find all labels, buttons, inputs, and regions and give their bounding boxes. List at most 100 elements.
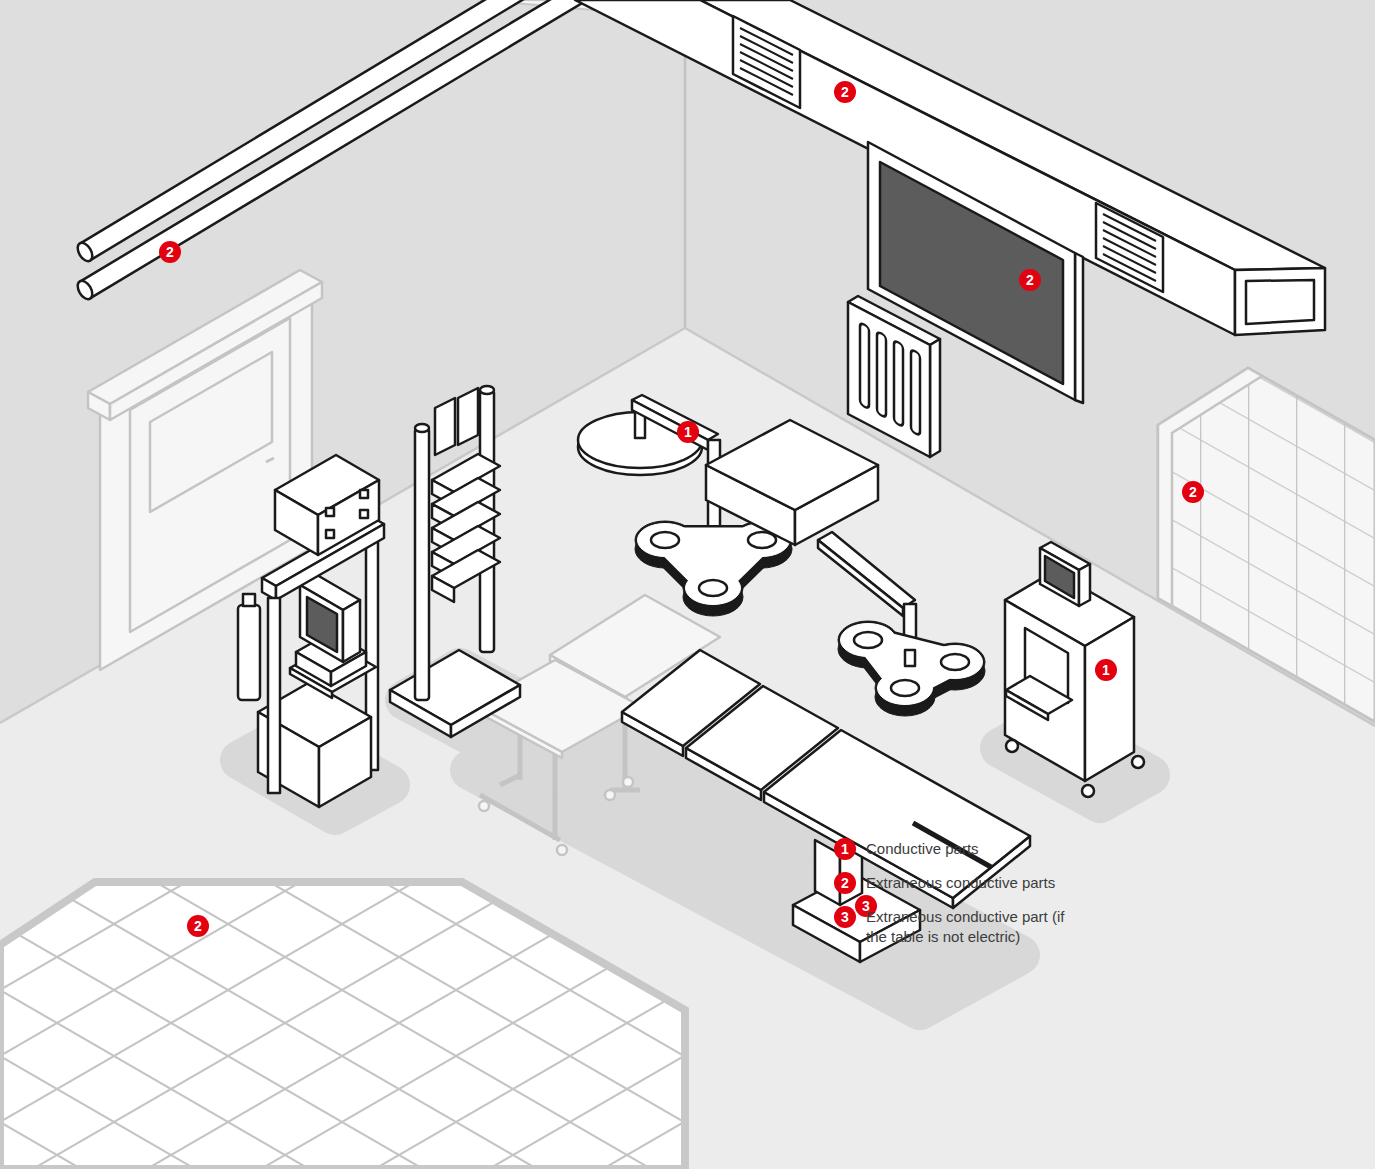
ceiling-lamp-mount-part bbox=[632, 400, 708, 450]
anesthesia-machine-part bbox=[262, 578, 276, 600]
radiator-part bbox=[930, 339, 940, 457]
instrument-tables-part bbox=[605, 790, 615, 800]
gas-pipes-part bbox=[75, 278, 96, 301]
radiator-part-part bbox=[911, 349, 920, 436]
legend-text: Extraneous conductive part (if the table… bbox=[866, 906, 1081, 947]
anesthesia-machine-part bbox=[360, 490, 368, 498]
equipment-cart-part bbox=[1006, 740, 1018, 752]
gas-pipes-part bbox=[85, 0, 520, 252]
door-part bbox=[266, 458, 274, 462]
gas-pipes bbox=[75, 0, 585, 302]
radiator-part-part bbox=[877, 331, 886, 418]
equipment-cart-part bbox=[1085, 617, 1134, 781]
equipment-cart bbox=[1005, 542, 1144, 797]
lamp-head bbox=[635, 521, 792, 616]
anesthesia-machine-part bbox=[326, 530, 334, 538]
legend-entry: 2 Extraneous conductive parts bbox=[834, 872, 1055, 894]
lamp-hub-part bbox=[818, 540, 903, 616]
anesthesia-machine-part bbox=[343, 600, 360, 662]
ceiling-duct-part bbox=[740, 28, 793, 95]
ceiling-duct-part bbox=[1096, 203, 1163, 292]
equipment-cart-part bbox=[1045, 556, 1074, 598]
anesthesia-machine-part bbox=[318, 480, 379, 555]
anesthesia-machine-part bbox=[275, 490, 318, 555]
lamp-head-part bbox=[941, 654, 969, 670]
lamp-head bbox=[838, 621, 985, 716]
operating-table-part bbox=[764, 730, 1030, 898]
lamp-head-part bbox=[838, 630, 985, 716]
supply-column-part bbox=[458, 388, 478, 445]
supply-column-part bbox=[432, 576, 454, 602]
room-part bbox=[685, 328, 1375, 726]
callout-number: 2 bbox=[834, 81, 856, 103]
room-part bbox=[0, 328, 1375, 1169]
anesthesia-machine-part bbox=[319, 717, 371, 807]
lamp-head-part bbox=[638, 524, 790, 605]
callout-number: 2 bbox=[1182, 481, 1204, 503]
equipment-cart-part bbox=[1040, 548, 1079, 606]
anesthesia-machine-part bbox=[243, 594, 255, 606]
lamp-head-part bbox=[891, 680, 919, 696]
lamp-hub bbox=[706, 420, 916, 654]
radiator-part-part bbox=[894, 340, 903, 427]
legend-entry: 1 Conductive parts bbox=[834, 838, 979, 860]
callout-number: 2 bbox=[159, 241, 181, 263]
callout-number: 2 bbox=[187, 915, 209, 937]
lamp-head-part bbox=[841, 624, 983, 705]
legend-number: 1 bbox=[834, 838, 856, 860]
lamp-hub-part bbox=[818, 532, 915, 608]
ceiling-duct-part bbox=[1103, 214, 1156, 281]
callout-number: 2 bbox=[1019, 269, 1041, 291]
lamp-hub-part bbox=[706, 420, 878, 510]
radiator-part-part bbox=[860, 322, 869, 409]
legend-text: Extraneous conductive parts bbox=[866, 872, 1055, 893]
lamp-head-part bbox=[651, 532, 679, 548]
anesthesia-machine-part bbox=[307, 597, 337, 652]
radiator bbox=[848, 296, 940, 457]
window-part bbox=[1158, 368, 1262, 606]
instrument-tables-part bbox=[623, 777, 633, 787]
radiator-part bbox=[848, 302, 930, 457]
gas-pipes-part bbox=[85, 0, 585, 290]
anesthesia-machine-part bbox=[300, 585, 343, 662]
equipment-cart-part bbox=[1006, 690, 1048, 720]
callout-number: 1 bbox=[1095, 659, 1117, 681]
supply-column-part bbox=[415, 424, 429, 432]
anesthesia-machine-part bbox=[326, 508, 334, 516]
ceiling-duct-part bbox=[1235, 268, 1325, 335]
lamp-head-part bbox=[905, 650, 915, 666]
window bbox=[1158, 368, 1375, 722]
operating-table-part bbox=[793, 905, 860, 962]
supply-column-part bbox=[451, 685, 520, 737]
instrument-tables-part bbox=[479, 801, 489, 811]
floor-tiles-part bbox=[0, 882, 685, 1169]
door-part bbox=[88, 392, 110, 420]
ceiling-duct-part bbox=[733, 16, 800, 108]
supply-column-part bbox=[415, 428, 429, 700]
floor-tiles bbox=[0, 882, 685, 1169]
door-part bbox=[110, 282, 322, 420]
callout-number: 1 bbox=[677, 421, 699, 443]
radiator-part bbox=[860, 322, 920, 436]
window-part bbox=[1158, 368, 1375, 722]
equipment-cart-part bbox=[1082, 785, 1094, 797]
anesthesia-machine-part bbox=[360, 510, 368, 518]
anesthesia-machine bbox=[238, 455, 384, 807]
supply-column-part bbox=[435, 398, 455, 455]
legend-number: 2 bbox=[834, 872, 856, 894]
gas-pipes-part bbox=[85, 0, 520, 252]
equipment-cart-part bbox=[1132, 756, 1144, 768]
anesthesia-machine-part bbox=[296, 652, 331, 686]
lamp-head-part bbox=[838, 621, 985, 707]
gas-pipes-part bbox=[85, 0, 585, 290]
anesthesia-machine-part bbox=[238, 605, 260, 700]
supply-column bbox=[390, 386, 520, 737]
legend-number: 3 bbox=[834, 906, 856, 928]
door bbox=[88, 270, 322, 670]
legend-text: Conductive parts bbox=[866, 838, 979, 859]
lamp-head-part bbox=[699, 580, 727, 596]
gas-pipes-part bbox=[75, 240, 96, 263]
